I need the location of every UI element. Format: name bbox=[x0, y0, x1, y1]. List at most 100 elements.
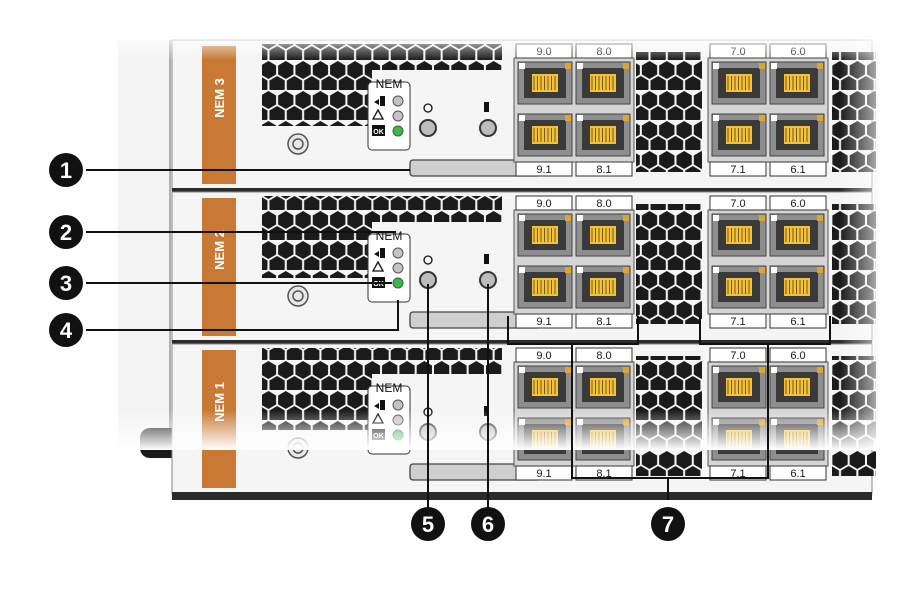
fault-led bbox=[392, 262, 404, 274]
callout-number-7: 7 bbox=[662, 512, 674, 537]
module-separator bbox=[172, 492, 872, 500]
port-led-right bbox=[817, 267, 823, 273]
callout-number-4: 4 bbox=[60, 318, 73, 343]
vent-middle bbox=[636, 204, 702, 324]
port-label-tab bbox=[769, 161, 827, 177]
nem-stripe bbox=[202, 198, 236, 336]
port-label-bottom: 6.1 bbox=[790, 316, 805, 328]
indicator-panel-label: NEM bbox=[376, 77, 403, 91]
port-label-top: 9.0 bbox=[536, 198, 551, 210]
port-label-tab bbox=[515, 195, 573, 211]
port-led-left bbox=[771, 63, 777, 69]
port-led-right bbox=[623, 215, 629, 221]
warning-icon bbox=[371, 108, 385, 120]
rj45-port bbox=[711, 113, 767, 157]
screw-center bbox=[292, 290, 304, 302]
callout-leaders bbox=[86, 169, 831, 520]
nem-stripe bbox=[202, 46, 236, 184]
port-label-tab bbox=[709, 161, 767, 177]
ok-icon bbox=[372, 125, 385, 136]
locate-icon bbox=[374, 403, 379, 409]
port-label-top: 7.0 bbox=[730, 198, 745, 210]
rj45-port bbox=[575, 61, 631, 105]
ok-led bbox=[392, 277, 404, 289]
warning-icon bbox=[371, 260, 385, 272]
rj45-port bbox=[711, 365, 767, 409]
port-led-right bbox=[623, 63, 629, 69]
port-label-bottom: 9.1 bbox=[536, 468, 551, 480]
service-led bbox=[392, 399, 404, 411]
port-label-bottom: 6.1 bbox=[790, 164, 805, 176]
port-led-right bbox=[759, 115, 765, 121]
port-led-left bbox=[519, 115, 525, 121]
port-group: 9.08.09.18.1 bbox=[513, 43, 635, 177]
callout-marker-3 bbox=[49, 266, 83, 300]
port-led-left bbox=[713, 63, 719, 69]
port-led-right bbox=[817, 115, 823, 121]
port-led-right bbox=[565, 367, 571, 373]
port-label-tab bbox=[575, 161, 633, 177]
port-label-tab bbox=[709, 195, 767, 211]
port-bracket-right bbox=[699, 316, 831, 345]
callout-number-6: 6 bbox=[482, 512, 494, 537]
port-led-left bbox=[577, 267, 583, 273]
port-led-left bbox=[771, 267, 777, 273]
rj45-port bbox=[517, 213, 573, 257]
callout-number-1: 1 bbox=[60, 158, 72, 183]
port-led-right bbox=[759, 63, 765, 69]
callout-marker-1 bbox=[49, 153, 83, 187]
port-label-tab bbox=[575, 195, 633, 211]
port-led-right bbox=[565, 63, 571, 69]
removal-icon bbox=[484, 254, 489, 264]
port-led-right bbox=[759, 267, 765, 273]
vent-left bbox=[262, 196, 372, 278]
port-led-right bbox=[623, 267, 629, 273]
port-bracket-join bbox=[571, 344, 769, 479]
port-led-left bbox=[713, 267, 719, 273]
port-led-right bbox=[759, 215, 765, 221]
callout-marker-6 bbox=[471, 507, 505, 541]
port-label-tab bbox=[575, 347, 633, 363]
port-label-bottom: 7.1 bbox=[730, 164, 745, 176]
rj45-port bbox=[769, 213, 825, 257]
rj45-port bbox=[575, 113, 631, 157]
port-label-tab bbox=[515, 161, 573, 177]
rj45-port bbox=[517, 265, 573, 309]
port-label-tab bbox=[769, 195, 827, 211]
port-label-tab bbox=[709, 465, 767, 481]
port-label-bottom: 9.1 bbox=[536, 164, 551, 176]
callout-marker-4 bbox=[49, 313, 83, 347]
callout-marker-2 bbox=[49, 215, 83, 249]
port-label-bottom: 7.1 bbox=[730, 316, 745, 328]
rj45-port bbox=[575, 265, 631, 309]
port-led-left bbox=[771, 115, 777, 121]
port-label-top: 6.0 bbox=[790, 198, 805, 210]
rj45-port bbox=[517, 61, 573, 105]
removal-icon bbox=[484, 102, 489, 112]
port-label-tab bbox=[769, 465, 827, 481]
rj45-port bbox=[517, 365, 573, 409]
port-label-top: 8.0 bbox=[596, 198, 611, 210]
rj45-port bbox=[769, 265, 825, 309]
indicator-panel-label: NEM bbox=[376, 381, 403, 395]
port-label-bottom: 8.1 bbox=[596, 164, 611, 176]
port-label-tab bbox=[575, 313, 633, 329]
screw-icon bbox=[287, 285, 309, 307]
port-led-left bbox=[713, 215, 719, 221]
rj45-port bbox=[517, 113, 573, 157]
ok-led bbox=[392, 125, 404, 137]
port-label-top: 6.0 bbox=[790, 350, 805, 362]
service-led bbox=[392, 95, 404, 107]
port-led-left bbox=[771, 215, 777, 221]
port-led-left bbox=[577, 63, 583, 69]
port-label-top: 9.0 bbox=[536, 350, 551, 362]
port-label-bottom: 9.1 bbox=[536, 316, 551, 328]
callout-marker-7 bbox=[651, 507, 685, 541]
ok-icon-label: OK bbox=[373, 281, 384, 288]
service-icon bbox=[380, 400, 385, 410]
power-icon bbox=[423, 255, 433, 265]
